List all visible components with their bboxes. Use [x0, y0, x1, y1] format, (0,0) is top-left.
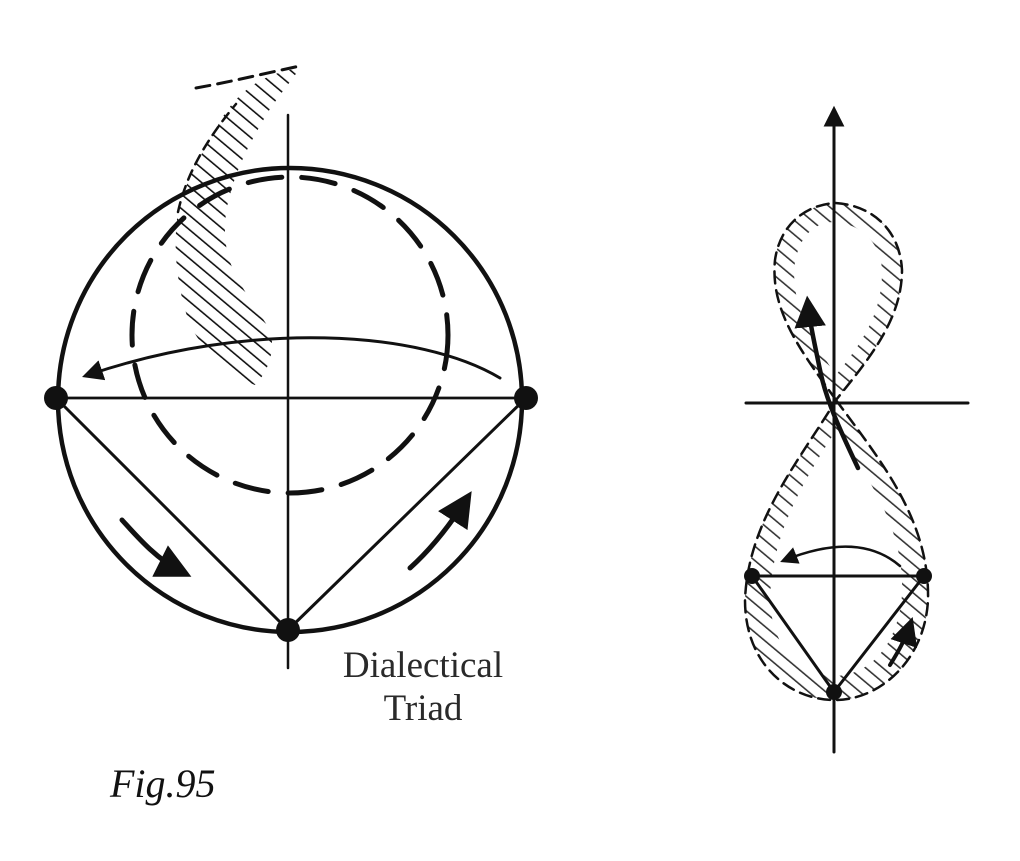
- left-dashed-circle: [129, 174, 451, 496]
- left-outer-circle: [55, 165, 525, 635]
- left-vertex-right: [514, 386, 538, 410]
- right-arc-arrow: [780, 545, 902, 568]
- triad-label: Dialectical Triad: [318, 644, 528, 730]
- triad-label-line-2: Triad: [383, 688, 463, 729]
- figure-caption: Fig.95: [110, 761, 216, 806]
- right-figure: [743, 105, 970, 754]
- left-triangle-right-leg: [286, 396, 528, 632]
- right-crossing-arrow: [794, 295, 861, 471]
- left-triangle-left-leg: [54, 396, 290, 632]
- right-lower-lobe-core: [770, 430, 903, 676]
- left-trail-edge: [194, 64, 302, 90]
- right-upper-lobe-core: [794, 222, 882, 375]
- left-trail-edge-2: [176, 102, 238, 214]
- triad-label-line-1: Dialectical: [342, 645, 504, 686]
- left-down-arrow: [119, 517, 192, 577]
- right-triangle-right-leg: [832, 574, 926, 694]
- left-vertex-bottom: [276, 618, 300, 642]
- right-lower-lobe-outline: [743, 398, 930, 702]
- right-triangle-left-leg: [750, 574, 836, 694]
- right-vertex-bottom: [826, 684, 842, 700]
- left-figure: [44, 64, 538, 670]
- right-vertex-right: [916, 568, 932, 584]
- left-arc-arrow: [82, 336, 502, 381]
- left-up-arrow: [407, 491, 472, 571]
- right-up-arrow: [888, 617, 918, 667]
- left-vertex-left: [44, 386, 68, 410]
- right-vertex-left: [744, 568, 760, 584]
- left-hatched-trail: [175, 68, 300, 385]
